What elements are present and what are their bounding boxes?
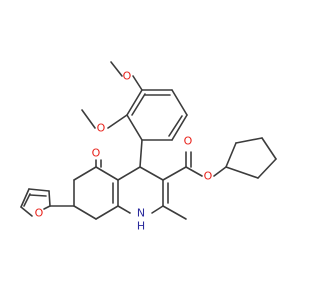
bond	[171, 114, 188, 141]
bond	[95, 166, 119, 181]
atom-label-methoxy-top: O	[123, 70, 132, 83]
atom-label-ketone: O	[92, 147, 101, 160]
bond	[117, 166, 141, 181]
bond	[162, 166, 187, 181]
bond	[117, 205, 131, 214]
bond	[29, 194, 47, 197]
molecule-drawing: O O O O O O N H	[20, 61, 277, 233]
bond	[213, 166, 227, 177]
bond	[185, 166, 203, 177]
bond	[168, 115, 183, 137]
bond	[162, 205, 187, 220]
bond	[73, 166, 97, 181]
bond	[20, 206, 33, 217]
bond	[48, 190, 51, 207]
bond	[95, 205, 119, 220]
bond	[28, 188, 50, 192]
bond	[261, 137, 277, 160]
atom-label-amine-n: N	[137, 207, 145, 220]
bond	[225, 142, 237, 168]
bond	[235, 137, 263, 144]
bond	[43, 205, 51, 210]
bond	[131, 93, 146, 116]
atom-label-furan: O	[35, 207, 44, 220]
bond	[126, 89, 143, 116]
atom-label-ester-carbonyl: O	[184, 135, 193, 148]
atom-labels: O O O O O O N H	[35, 70, 213, 233]
atom-label-ester-ether: O	[204, 170, 213, 183]
bond	[139, 166, 164, 181]
bond	[151, 205, 164, 214]
atom-label-methoxy-mid: O	[97, 122, 106, 135]
bond	[73, 205, 97, 220]
bond	[20, 188, 30, 208]
bond	[171, 89, 188, 116]
bond	[139, 139, 143, 168]
bond	[225, 166, 259, 179]
bond	[81, 109, 96, 129]
structure-canvas: O O O O O O N H	[20, 61, 277, 233]
bond	[126, 114, 143, 141]
bond	[257, 158, 277, 179]
atom-label-amine-h: H	[137, 220, 145, 233]
bond	[132, 75, 143, 91]
bonds	[20, 61, 277, 220]
bond	[23, 193, 31, 207]
bond	[110, 61, 123, 77]
bond	[107, 114, 128, 129]
